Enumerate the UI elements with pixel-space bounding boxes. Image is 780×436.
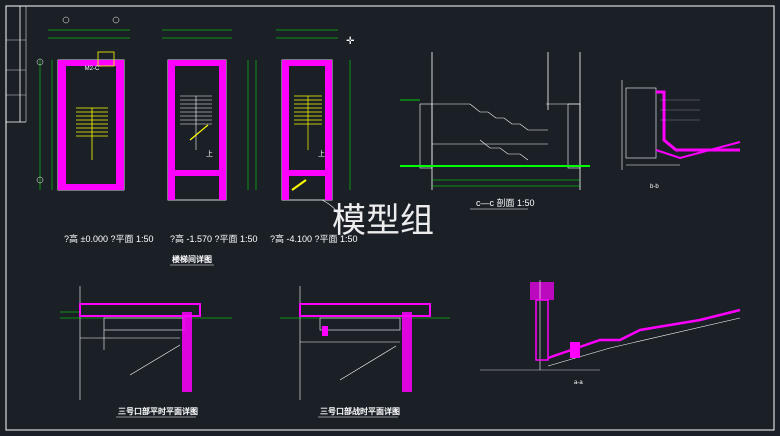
detail-plan-peacetime	[60, 286, 232, 400]
stair-plan-1	[36, 16, 130, 191]
section-bb	[621, 80, 741, 170]
bb-section-label: b-b	[650, 184, 659, 190]
left-title-strip	[6, 6, 27, 123]
detail-1-title: 三号口部平时平面详图	[118, 406, 198, 416]
detail-2-title: 三号口部战时平面详图	[320, 406, 400, 416]
detail-plan-wartime	[280, 286, 450, 400]
drawing-frame	[5, 5, 775, 431]
plan-2-label: ?高 -1.570 ?平面 1:50	[170, 233, 258, 244]
watermark-text: 模型组	[332, 201, 434, 241]
stair-detail-title: 楼梯间详图	[172, 254, 212, 264]
section-cc	[400, 52, 590, 190]
cc-section-label: c—c 剖面 1:50	[476, 197, 535, 208]
up-mark-2: 上	[318, 149, 325, 158]
plan-3-label: ?高 -4.100 ?平面 1:50	[270, 233, 358, 244]
up-mark-1: 上	[206, 149, 213, 158]
cursor-crosshair-icon: ✛	[346, 36, 355, 47]
aa-section-label: a-a	[574, 380, 583, 386]
door-tag: M2-C	[85, 66, 100, 72]
section-aa	[480, 280, 741, 371]
stair-plan-2	[162, 29, 257, 201]
plan-1-label: ?高 ±0.000 ?平面 1:50	[64, 233, 154, 244]
stair-plan-3	[276, 29, 351, 215]
